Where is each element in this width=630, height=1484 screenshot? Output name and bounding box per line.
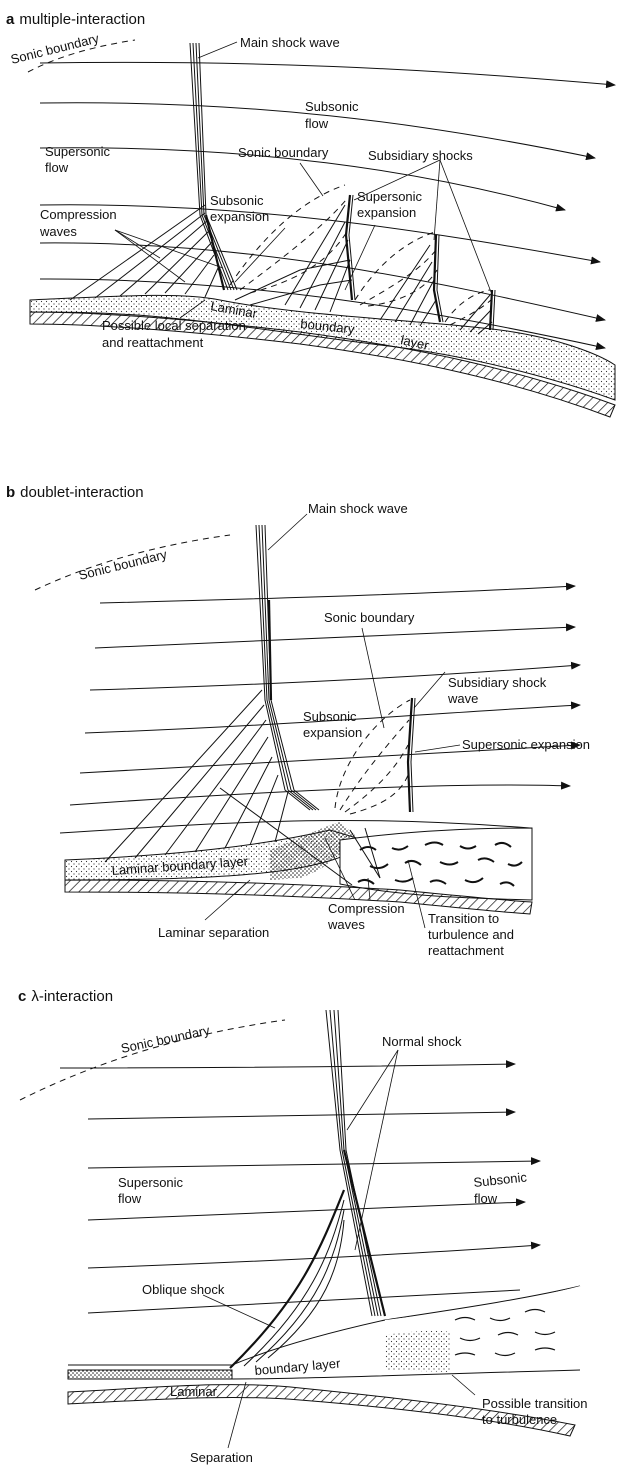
compression-wave-lines-b xyxy=(104,689,381,886)
sonic-boundary-inner-lines-b xyxy=(334,699,411,815)
laminar-region-c xyxy=(67,1369,233,1380)
subsonic-expansion-label-b2: expansion xyxy=(303,725,362,740)
subsonic-flow-label-1: Subsonic xyxy=(305,99,359,114)
normal-shock-line xyxy=(325,1009,387,1317)
supersonic-expansion-label-2: expansion xyxy=(357,205,416,220)
supersonic-expansion-label-1: Supersonic xyxy=(357,189,423,204)
possible-transition-label-2: to turbulence xyxy=(482,1412,557,1427)
wall-surface-c xyxy=(67,1384,576,1437)
sonic-boundary-outer-label: Sonic boundary xyxy=(9,30,101,67)
panel-a-letter: a xyxy=(6,11,15,28)
transition-label-2: turbulence and xyxy=(428,927,514,942)
supersonic-expansion-label-b: Supersonic expansion xyxy=(462,737,590,752)
separation-region-b xyxy=(270,822,355,880)
streamlines-b xyxy=(59,582,581,834)
panel-c-title: λ-interaction xyxy=(31,988,113,1005)
sonic-boundary-inner-label: Sonic boundary xyxy=(238,145,329,160)
sonic-boundary-line-c xyxy=(19,1019,286,1101)
panel-a-title: multiple-interaction xyxy=(19,11,145,28)
subsidiary-shock-line-b xyxy=(406,697,414,813)
subsonic-flow-label-c1: Subsonic xyxy=(473,1169,528,1190)
panel-b-letter: b xyxy=(6,484,15,501)
panel-c-letter: c xyxy=(18,988,26,1005)
turbulence-marks-b xyxy=(357,841,523,887)
compression-waves-label-b1: Compression xyxy=(328,901,405,916)
main-shock-wave-line-b xyxy=(255,524,320,811)
sonic-boundary-outer-line-b xyxy=(34,534,231,591)
supersonic-flow-label-1: Supersonic xyxy=(45,144,111,159)
possible-transition-label-1: Possible transition xyxy=(482,1396,588,1411)
main-shock-wave-line xyxy=(189,42,238,291)
compression-waves-label-1: Compression xyxy=(40,207,117,222)
wall-line-c xyxy=(231,1369,581,1380)
subsonic-expansion-label-1: Subsonic xyxy=(210,193,264,208)
supersonic-flow-label-c1: Supersonic xyxy=(118,1175,184,1190)
boundary-layer-region xyxy=(29,294,616,401)
panel-b-title: doublet-interaction xyxy=(20,484,143,501)
supersonic-flow-label-c2: flow xyxy=(118,1191,142,1206)
separation-label-c: Separation xyxy=(190,1450,253,1465)
compression-waves-label-b2: waves xyxy=(327,917,365,932)
oblique-shock-label: Oblique shock xyxy=(142,1282,225,1297)
panel-b: b doublet-interaction Sonic boundary xyxy=(6,484,590,958)
wall-surface-b xyxy=(64,879,533,915)
bl-boundary-label: boundary xyxy=(300,316,356,337)
bl-layer-label: layer xyxy=(399,332,430,353)
sonic-boundary-outer-label-b: Sonic boundary xyxy=(77,546,169,583)
subsidiary-shock-label-2: wave xyxy=(447,691,478,706)
panel-c-heading: c λ-interaction xyxy=(18,988,113,1005)
panel-a-leaders xyxy=(114,41,492,319)
normal-shock-label: Normal shock xyxy=(382,1034,462,1049)
subsonic-expansion-label-2: expansion xyxy=(210,209,269,224)
subsidiary-shocks-label: Subsidiary shocks xyxy=(368,148,473,163)
sonic-boundary-inner-lines xyxy=(229,184,492,326)
oblique-shock-line xyxy=(229,1189,346,1369)
transition-label-3: reattachment xyxy=(428,943,504,958)
panel-c-leaders xyxy=(202,1049,476,1449)
panel-b-leaders xyxy=(204,513,461,929)
subsonic-expansion-label-b1: Subsonic xyxy=(303,709,357,724)
panel-b-heading: b doublet-interaction xyxy=(6,484,144,501)
subsonic-flow-label-c2: flow xyxy=(474,1191,498,1206)
compression-wave-lines xyxy=(69,204,493,335)
wall-surface xyxy=(29,311,616,418)
laminar-label-c: Laminar xyxy=(170,1384,218,1399)
local-separation-label-2: and reattachment xyxy=(102,335,204,350)
sonic-boundary-inner-label-b: Sonic boundary xyxy=(324,610,415,625)
turbulence-marks-c xyxy=(454,1308,556,1357)
boundary-layer-label-c: boundary layer xyxy=(254,1355,342,1377)
main-shock-wave-label-b: Main shock wave xyxy=(308,501,408,516)
laminar-separation-label: Laminar separation xyxy=(158,925,269,940)
main-shock-wave-label: Main shock wave xyxy=(240,35,340,50)
separated-shear-layer-line xyxy=(231,1285,581,1366)
local-separation-label-1: Possible local separation xyxy=(102,318,246,333)
subsonic-flow-label-2: flow xyxy=(305,116,329,131)
sonic-boundary-label-c: Sonic boundary xyxy=(120,1022,212,1056)
compression-waves-label-2: waves xyxy=(39,224,77,239)
supersonic-flow-label-2: flow xyxy=(45,160,69,175)
panel-c: c λ-interaction Sonic boundary xyxy=(18,988,588,1465)
transition-label-1: Transition to xyxy=(428,911,499,926)
subsidiary-shock-label-1: Subsidiary shock xyxy=(448,675,547,690)
